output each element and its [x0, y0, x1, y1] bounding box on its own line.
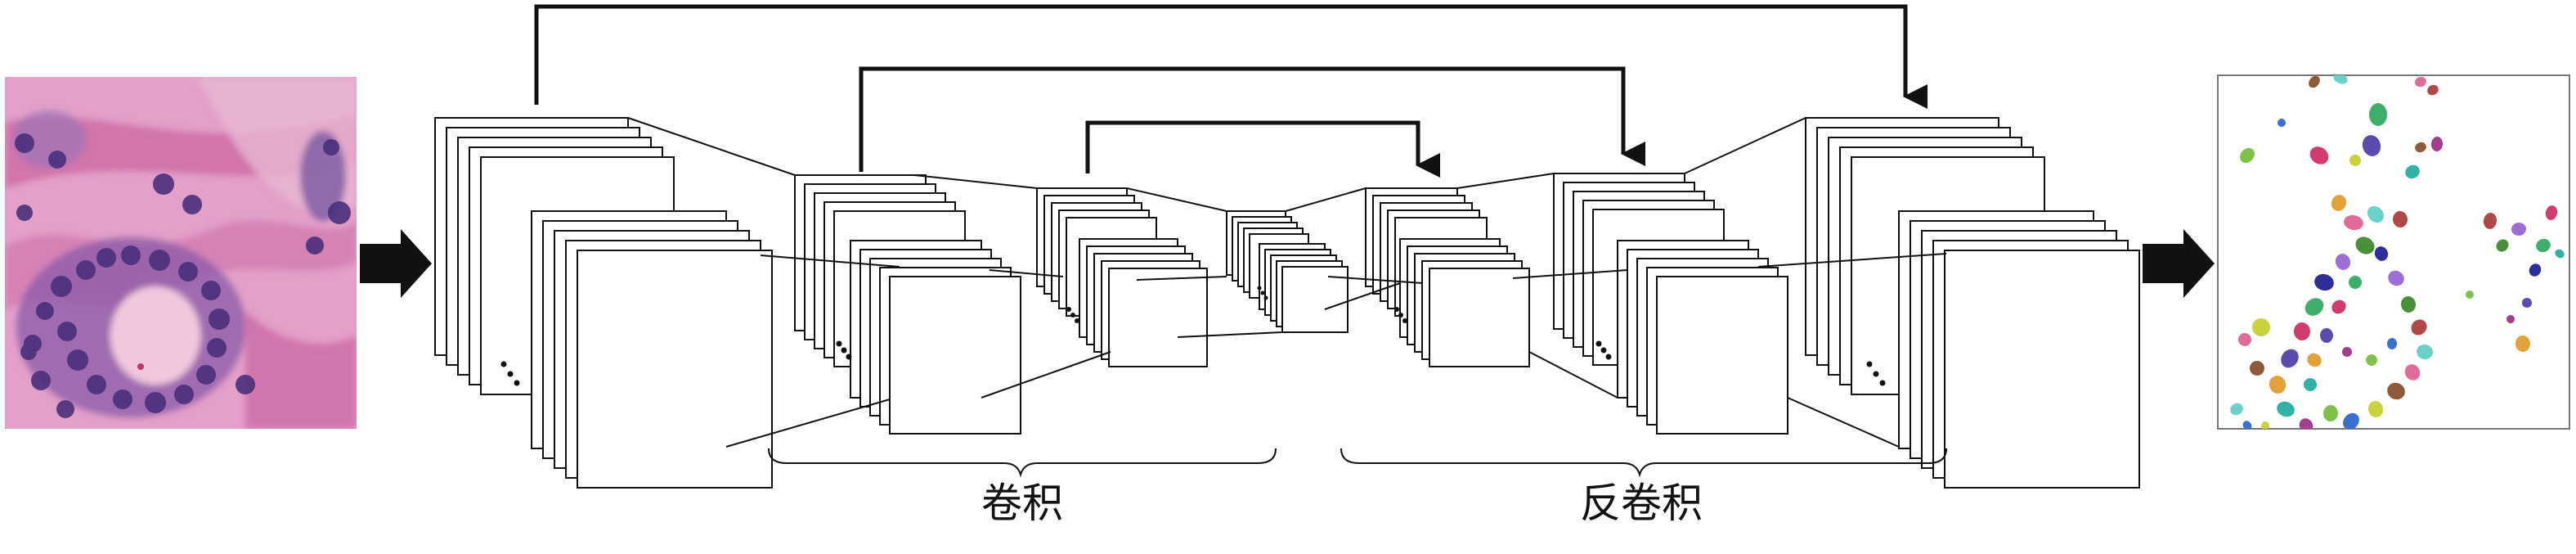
skip-connections — [534, 4, 1928, 178]
decoder-label: 反卷积 — [1580, 480, 1703, 527]
feature-map-stacks — [434, 117, 2140, 489]
enc1-front-stack — [531, 210, 773, 489]
encoder-label: 卷积 — [981, 480, 1063, 527]
dec3-front-stack — [1898, 210, 2140, 489]
ellipsis-dots-icon — [500, 286, 1886, 386]
input-arrow-icon — [360, 229, 432, 298]
dec1-front-stack — [1399, 238, 1530, 367]
stack-connectors — [627, 117, 1947, 448]
output-mask-frame — [2217, 74, 2570, 430]
enc3-front-stack — [1079, 238, 1208, 367]
output-segmentation-mask — [2230, 75, 2565, 429]
output-arrow-icon — [2143, 229, 2215, 298]
bottleneck-front-stack — [1259, 243, 1349, 333]
dec2-front-stack — [1617, 240, 1788, 435]
input-tissue-image — [5, 77, 357, 429]
skip-connection-middle — [859, 66, 1645, 172]
encoder-brace — [768, 448, 1277, 478]
skip-connection-inner — [1085, 120, 1440, 178]
decoder-brace — [1340, 448, 1947, 478]
enc2-front-stack — [850, 240, 1021, 435]
skip-connection-outer — [534, 4, 1928, 109]
